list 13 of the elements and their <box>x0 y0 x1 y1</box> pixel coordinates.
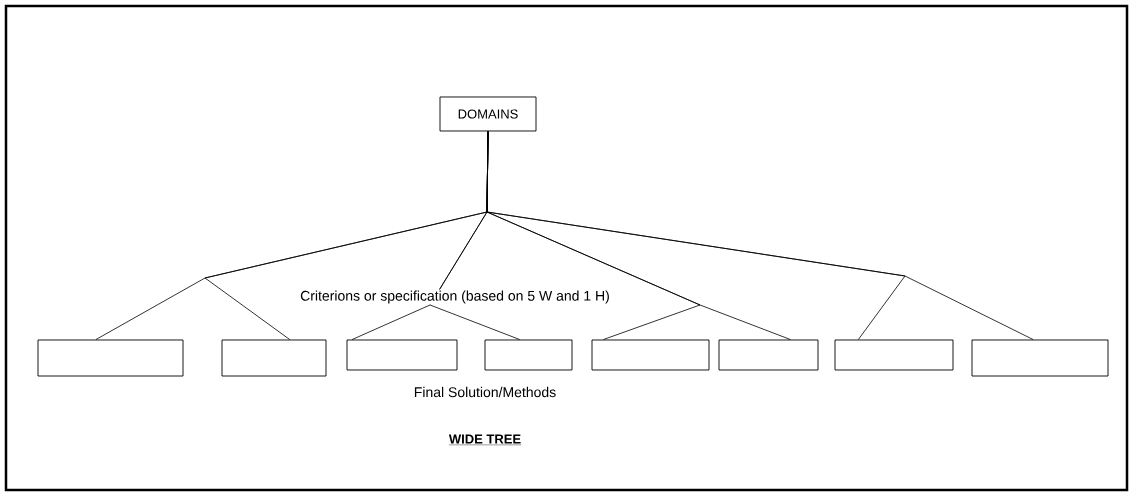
tree-line <box>486 131 1034 340</box>
text-label: Criterions or specification (based on 5 W and 1 H) <box>299 289 611 305</box>
empty-box <box>718 339 819 371</box>
empty-box <box>591 339 710 371</box>
empty-box <box>484 339 573 371</box>
empty-box <box>37 339 184 377</box>
text-label: Final Solution/Methods <box>412 385 558 399</box>
empty-box <box>346 339 458 371</box>
caption: WIDE TREE <box>448 434 522 446</box>
empty-box <box>971 339 1109 377</box>
empty-box <box>221 339 327 377</box>
label-box: DOMAINS <box>439 96 537 132</box>
empty-box <box>834 339 954 371</box>
